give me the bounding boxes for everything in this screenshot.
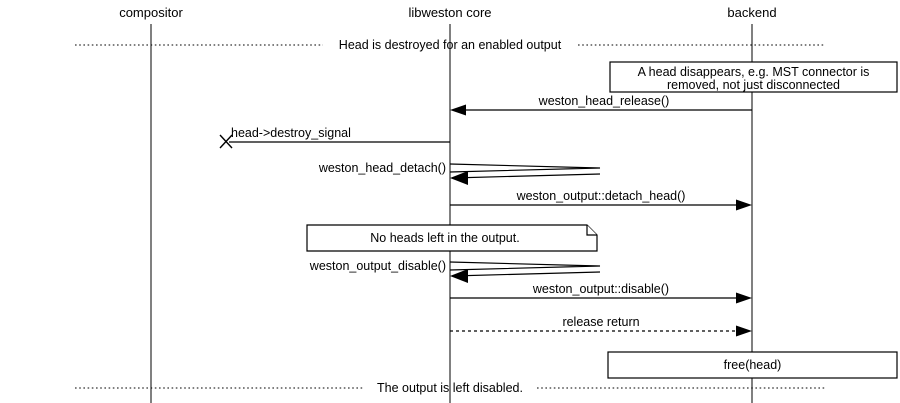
note-mst-connector-box [609,61,898,93]
message-weston-output-detach-head-arrowhead [736,199,752,211]
message-weston-head-detach-loop [449,163,601,173]
message-head-destroy-signal: head->destroy_signal [219,126,450,149]
message-weston-output-disable-call-arrowhead [450,269,468,283]
note-free-head: free(head) [607,351,898,379]
message-weston-output-disable: weston_output::disable() [450,282,752,304]
destroy-x-icon-stroke-2 [219,134,233,149]
message-weston-head-release: weston_head_release() [450,94,752,116]
message-weston-output-disable-call-loop-return [451,271,601,277]
message-head-destroy-signal-label: head->destroy_signal [231,126,351,140]
lifeline-compositor: compositor [119,5,183,403]
message-weston-output-disable-call-loop [449,261,601,271]
note-no-heads-left: No heads left in the output. [306,224,598,252]
message-weston-output-disable-call: weston_output_disable() [309,259,601,283]
lifeline-label-backend: backend [727,5,776,20]
message-weston-output-disable-arrowhead [736,292,752,304]
message-release-return-arrowhead [736,325,752,337]
note-free-head-line1: free(head) [724,358,782,372]
lifeline-label-compositor: compositor [119,5,183,20]
message-weston-output-detach-head-label: weston_output::detach_head() [516,189,686,203]
message-weston-head-detach-label: weston_head_detach() [318,161,446,175]
message-release-return: release return [450,315,752,337]
message-weston-head-release-arrowhead [450,104,466,116]
note-mst-connector-line1: A head disappears, e.g. MST connector is [638,65,870,79]
note-no-heads-left-box [306,224,598,252]
lifeline-label-libweston-core: libweston core [408,5,491,20]
message-weston-output-disable-call-label: weston_output_disable() [309,259,446,273]
note-no-heads-left-line1: No heads left in the output. [370,231,519,245]
divider-top: Head is destroyed for an enabled output [75,38,825,52]
divider-top-label: Head is destroyed for an enabled output [339,38,562,52]
note-mst-connector: A head disappears, e.g. MST connector is… [609,61,898,93]
message-weston-output-detach-head: weston_output::detach_head() [450,189,752,211]
message-weston-head-detach-arrowhead [450,171,468,185]
divider-bottom: The output is left disabled. [75,381,825,395]
note-no-heads-left-fold [586,225,597,236]
message-weston-output-disable-label: weston_output::disable() [532,282,669,296]
lifeline-libweston-core: libweston core [408,5,492,403]
message-weston-head-release-label: weston_head_release() [538,94,670,108]
note-mst-connector-line2: removed, not just disconnected [667,78,840,92]
message-release-return-label: release return [562,315,639,329]
message-weston-head-detach-loop-return [451,173,601,179]
note-free-head-box [607,351,898,379]
divider-bottom-label: The output is left disabled. [377,381,523,395]
message-weston-head-detach: weston_head_detach() [318,161,601,185]
